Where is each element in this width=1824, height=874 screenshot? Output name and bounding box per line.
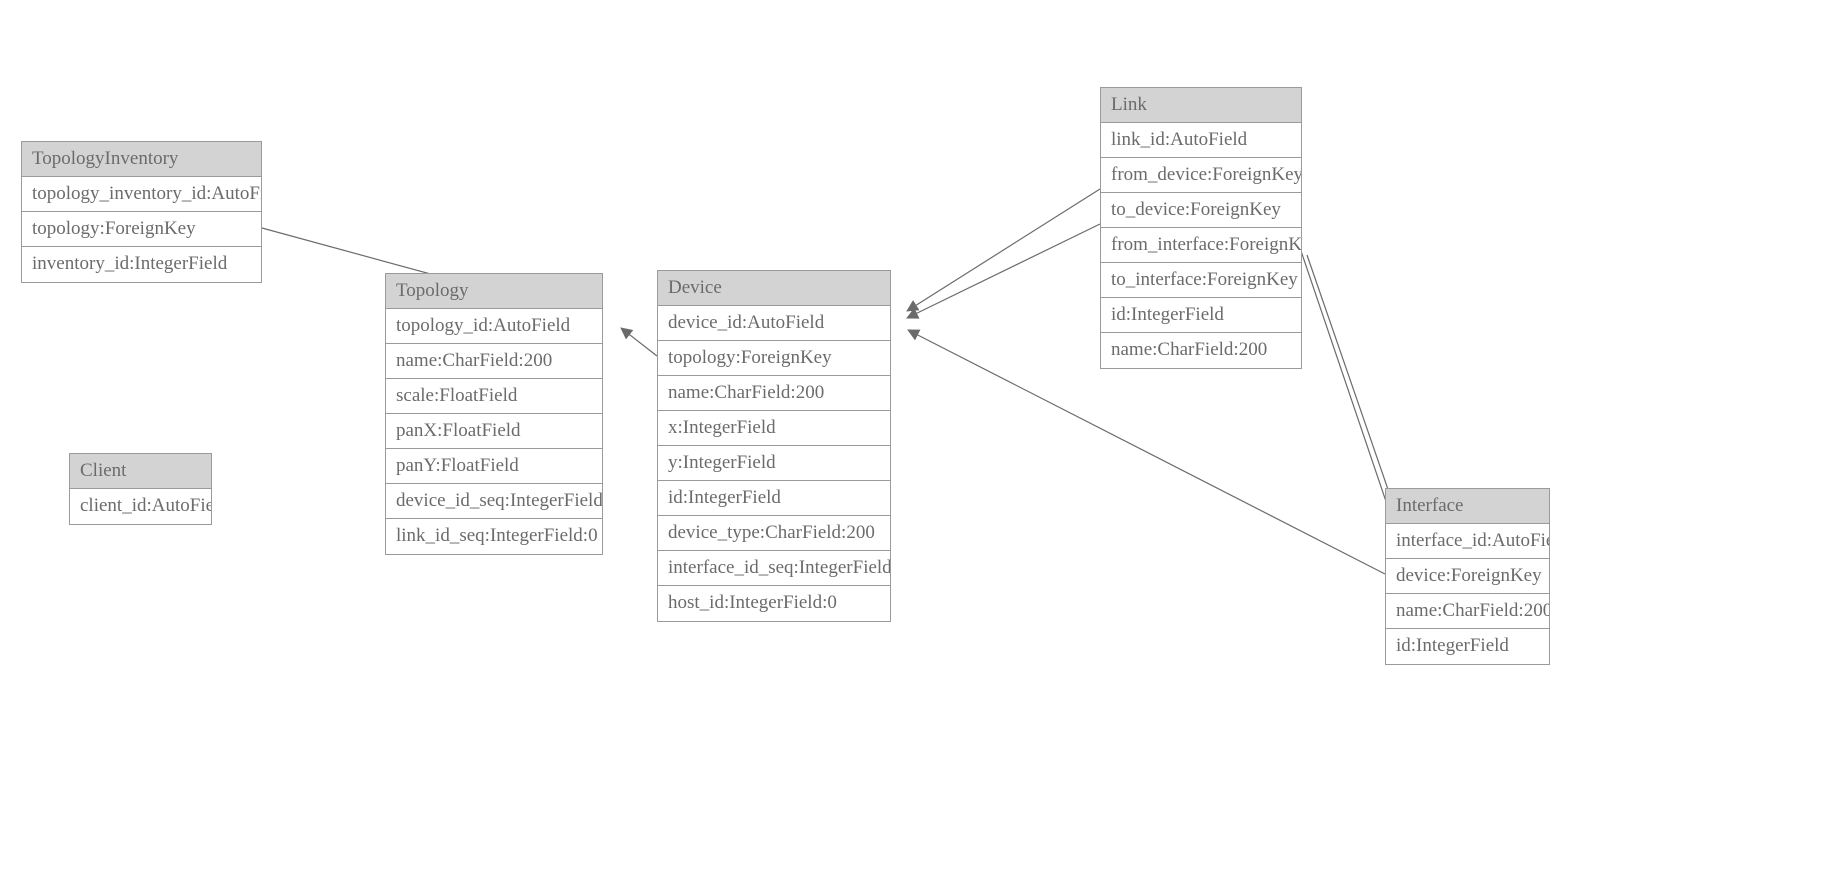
entity-field-row: y:IntegerField bbox=[658, 446, 890, 481]
entity-field-row: x:IntegerField bbox=[658, 411, 890, 446]
entity-field-row: topology_id:AutoField bbox=[386, 309, 602, 344]
edge-link-from-device bbox=[906, 188, 1101, 312]
entity-field-row: host_id:IntegerField:0 bbox=[658, 586, 890, 621]
entity-field-row: device_id:AutoField bbox=[658, 306, 890, 341]
entity-interface[interactable]: Interfaceinterface_id:AutoFielddevice:Fo… bbox=[1385, 488, 1550, 665]
entity-field-row: panX:FloatField bbox=[386, 414, 602, 449]
entity-title-interface: Interface bbox=[1386, 489, 1549, 524]
entity-field-row: device:ForeignKey bbox=[1386, 559, 1549, 594]
entity-field-row: device_id_seq:IntegerField:0 bbox=[386, 484, 602, 519]
entity-field-row: from_interface:ForeignKey bbox=[1101, 228, 1301, 263]
entity-title-device: Device bbox=[658, 271, 890, 306]
entity-field-row: topology:ForeignKey bbox=[22, 212, 261, 247]
entity-field-row: panY:FloatField bbox=[386, 449, 602, 484]
entity-field-row: topology:ForeignKey bbox=[658, 341, 890, 376]
entity-field-row: from_device:ForeignKey bbox=[1101, 158, 1301, 193]
entity-field-row: name:CharField:200 bbox=[1386, 594, 1549, 629]
entity-field-row: name:CharField:200 bbox=[658, 376, 890, 411]
entity-title-topology: Topology bbox=[386, 274, 602, 309]
edge-link-to-device bbox=[906, 223, 1101, 319]
entity-field-row: interface_id:AutoField bbox=[1386, 524, 1549, 559]
entity-title-link: Link bbox=[1101, 88, 1301, 123]
entity-field-row: name:CharField:200 bbox=[386, 344, 602, 379]
edge-device-topology bbox=[620, 327, 658, 357]
entity-field-row: scale:FloatField bbox=[386, 379, 602, 414]
entity-field-row: link_id_seq:IntegerField:0 bbox=[386, 519, 602, 554]
entity-field-row: id:IntegerField bbox=[658, 481, 890, 516]
entity-field-row: name:CharField:200 bbox=[1101, 333, 1301, 368]
edge-link-from-interface bbox=[1299, 247, 1397, 526]
edge-link-to-interface bbox=[1306, 254, 1404, 528]
entity-title-client: Client bbox=[70, 454, 211, 489]
entity-title-topology_inventory: TopologyInventory bbox=[22, 142, 261, 177]
entity-field-row: device_type:CharField:200 bbox=[658, 516, 890, 551]
entity-field-row: to_device:ForeignKey bbox=[1101, 193, 1301, 228]
entity-field-row: topology_inventory_id:AutoField bbox=[22, 177, 261, 212]
entity-field-row: id:IntegerField bbox=[1101, 298, 1301, 333]
entity-field-row: to_interface:ForeignKey bbox=[1101, 263, 1301, 298]
entity-field-row: link_id:AutoField bbox=[1101, 123, 1301, 158]
entity-field-row: id:IntegerField bbox=[1386, 629, 1549, 664]
entity-field-row: inventory_id:IntegerField bbox=[22, 247, 261, 282]
entity-field-row: client_id:AutoField bbox=[70, 489, 211, 524]
entity-field-row: interface_id_seq:IntegerField:0 bbox=[658, 551, 890, 586]
